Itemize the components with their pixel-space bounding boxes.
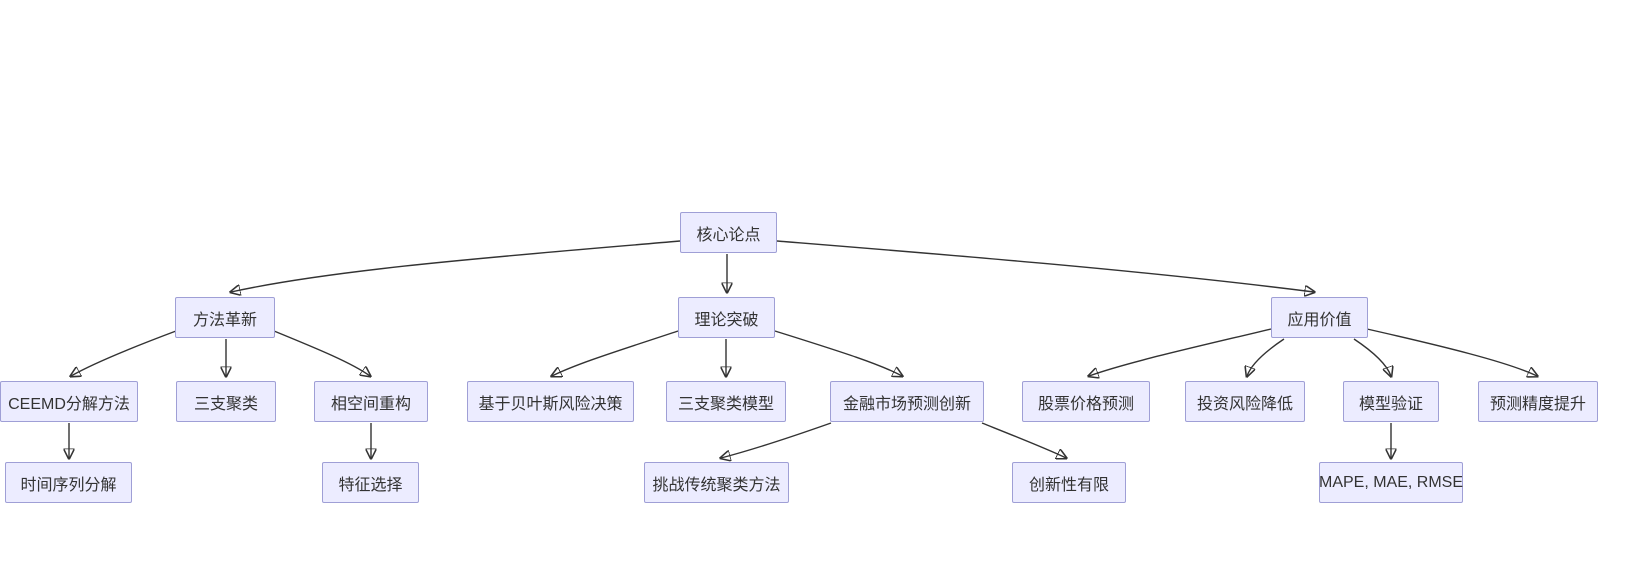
- node-bayesian-risk-decision: 基于贝叶斯风险决策: [467, 381, 634, 422]
- node-evaluation-metrics: MAPE, MAE, RMSE: [1319, 462, 1463, 503]
- edge-application-precision: [1366, 328, 1537, 376]
- node-feature-selection: 特征选择: [322, 462, 419, 503]
- node-three-way-clustering-model: 三支聚类模型: [666, 381, 786, 422]
- node-phase-space-reconstruction: 相空间重构: [314, 381, 428, 422]
- node-challenge-traditional-clustering: 挑战传统聚类方法: [644, 462, 789, 503]
- node-theory-breakthrough: 理论突破: [678, 297, 775, 338]
- node-core-thesis: 核心论点: [680, 212, 777, 253]
- edge-application-validation: [1353, 338, 1391, 376]
- edge-core-method: [231, 240, 681, 292]
- node-limited-innovation: 创新性有限: [1012, 462, 1126, 503]
- node-stock-price-prediction: 股票价格预测: [1022, 381, 1150, 422]
- node-application-value: 应用价值: [1271, 297, 1368, 338]
- edge-method-phasespace: [273, 330, 370, 376]
- node-financial-market-prediction-innovation: 金融市场预测创新: [830, 381, 984, 422]
- edge-fininnov-limited: [981, 422, 1066, 458]
- edge-core-application: [776, 240, 1314, 292]
- node-investment-risk-reduction: 投资风险降低: [1185, 381, 1305, 422]
- node-method-innovation: 方法革新: [175, 297, 275, 338]
- node-ceemd-decomposition: CEEMD分解方法: [0, 381, 138, 422]
- node-time-series-decomposition: 时间序列分解: [5, 462, 132, 503]
- edge-theory-fininnov: [774, 330, 902, 376]
- edge-method-ceemd: [71, 330, 177, 376]
- node-prediction-accuracy-improvement: 预测精度提升: [1478, 381, 1598, 422]
- node-three-way-clustering: 三支聚类: [176, 381, 276, 422]
- edge-theory-bayes: [552, 330, 679, 376]
- edge-application-stock: [1089, 328, 1272, 376]
- edge-application-risk: [1247, 338, 1285, 376]
- node-model-validation: 模型验证: [1343, 381, 1439, 422]
- edge-fininnov-challenge: [721, 422, 832, 458]
